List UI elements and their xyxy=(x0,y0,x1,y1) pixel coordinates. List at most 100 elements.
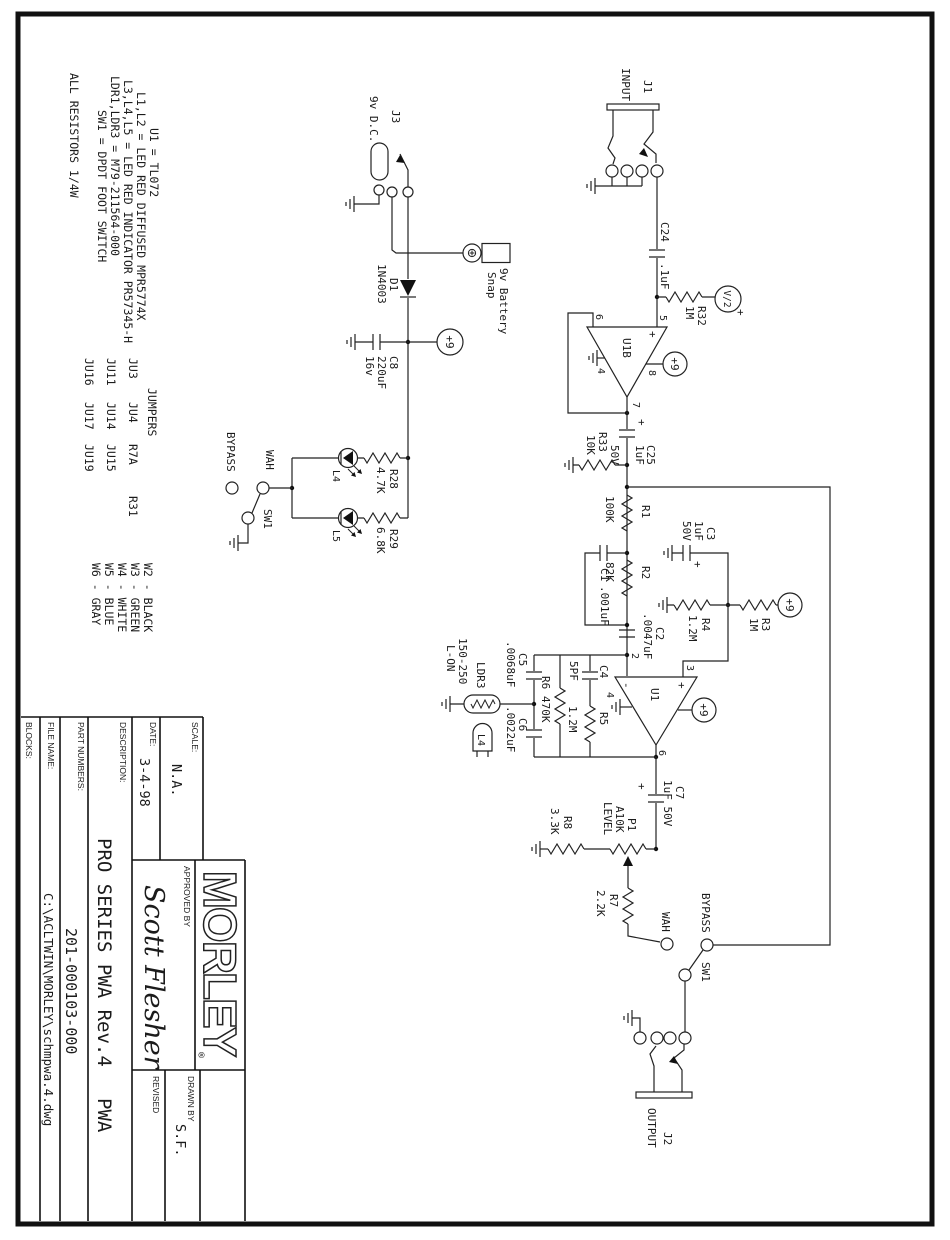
resistor-r29: R29 6.8K xyxy=(363,511,401,554)
jack-contact xyxy=(402,186,414,198)
u1b-name-label: U1B xyxy=(620,338,633,358)
cap-c2: C2 .0047uF xyxy=(619,613,666,659)
ground-symbol xyxy=(611,699,621,715)
p1-v1-label: A10K xyxy=(613,806,626,833)
c24-ref-label: C24 xyxy=(658,222,671,242)
lamp-l4: L4 xyxy=(472,722,493,757)
jumper-id: JU4 xyxy=(126,402,140,423)
switch-contact-wah xyxy=(660,937,674,951)
output-jack-j2: J2 OUTPUT xyxy=(623,1010,693,1148)
switch-ground-wire xyxy=(238,524,249,544)
jack-contact xyxy=(386,186,398,198)
jack-contact xyxy=(633,1031,647,1045)
pot-wiper-arrow-icon xyxy=(623,856,633,866)
ground-symbol xyxy=(531,841,541,857)
battery-plus-icon xyxy=(469,250,475,256)
pot-p1: P1 A10K LEVEL xyxy=(584,802,656,888)
ground-symbol xyxy=(345,196,355,212)
ground-symbol xyxy=(663,545,673,561)
switch-contact-bypass xyxy=(700,938,714,952)
battery-body xyxy=(481,242,511,264)
c8-ref-label: C8 xyxy=(387,356,400,369)
vref-half-supply: V/2 + xyxy=(714,285,747,316)
cap-c7: + C7 1uF 50V xyxy=(635,780,686,827)
jumper-id: R7A xyxy=(126,444,140,465)
r2-ref-label: R2 xyxy=(639,566,652,579)
ground-symbol xyxy=(658,597,668,613)
note-line: SW1 = DPDT FOOT SWITCH xyxy=(95,110,109,262)
switch-lever xyxy=(688,949,704,971)
c8-v2-label: 16v xyxy=(363,356,376,376)
r29-value-label: 6.8K xyxy=(374,527,387,554)
dc-jack-j3: J3 9v D.C. xyxy=(345,96,414,212)
r2-value-label: 82K xyxy=(603,562,616,582)
u1b-pin4-label: 4 xyxy=(595,368,606,374)
d1-value-label: 1N4003 xyxy=(375,264,388,304)
notes-block: U1 = TL072 L1,L2 = LED RED DIFFUSED MPR5… xyxy=(67,73,161,343)
cap-c1-branch: C1 .001uF xyxy=(584,545,627,626)
jumper-id: JU16 xyxy=(82,358,96,386)
part-numbers-value: 201-000103-000 xyxy=(62,928,80,1054)
jack-contact xyxy=(373,184,385,196)
jack-spring xyxy=(673,1044,685,1092)
jumper-id: JU15 xyxy=(104,444,118,472)
plus9-label: +9 xyxy=(697,703,710,716)
c2-value-label: .0047uF xyxy=(641,613,654,659)
description-value: PRO SERIES PWA Rev.4 xyxy=(93,838,115,1067)
u1b-pin5-label: 5 xyxy=(657,315,668,321)
jack-ground-wire xyxy=(354,195,380,205)
page-border xyxy=(15,11,935,1227)
c2-ref-label: C2 xyxy=(653,627,666,640)
r4-ref-label: R4 xyxy=(699,618,712,632)
cap-c6: C6 .0022uF xyxy=(504,706,542,752)
c3-v2-label: 50V xyxy=(680,521,693,541)
jack-spring xyxy=(607,110,616,165)
r33-value-label: 10K xyxy=(584,435,597,455)
plus9-circle xyxy=(777,592,803,618)
drawn-by-value: S.F. xyxy=(172,1124,188,1157)
r33-ref-label: R33 xyxy=(596,432,609,452)
u1b-feedback-wire xyxy=(567,312,627,414)
r6-value-label: 470K xyxy=(539,696,552,723)
c25-plus-label: + xyxy=(635,419,648,426)
c7-value-label: 1uF 50V xyxy=(661,780,674,827)
file-name-label: FILE NAME: xyxy=(46,722,56,769)
ldr3-v1-label: 150-250 xyxy=(456,638,469,684)
jack-contact xyxy=(650,164,664,178)
led-feed-wires xyxy=(400,457,408,519)
jack-contact xyxy=(620,164,634,178)
jack-contact xyxy=(635,164,649,178)
j2-name-label: OUTPUT xyxy=(645,1108,658,1148)
c1-value-label: .001uF xyxy=(598,586,611,626)
ground-symbol xyxy=(564,457,574,473)
date-value: 3-4-98 xyxy=(136,758,152,807)
r5-value-label: 1.2M xyxy=(566,706,579,733)
c3-ref-label: C3 xyxy=(704,527,717,540)
cap-c3: + C3 1uF 50V xyxy=(663,521,729,605)
note-line: L3,L4,L5 = LED RED INDICATOR PR57345-H xyxy=(121,80,135,343)
part-numbers-label: PART NUMBERS: xyxy=(76,722,86,791)
jumper-id: JU11 xyxy=(104,358,118,386)
opamp-u1b: U1B + 5 6 7 8 4 +9 xyxy=(567,312,688,416)
registered-icon: ® xyxy=(195,1052,206,1059)
battery-wire xyxy=(391,197,463,254)
j1-ref-label: J1 xyxy=(641,80,654,93)
p1-ref-label: P1 xyxy=(625,818,638,831)
sw1-wah-label: WAH xyxy=(659,912,672,932)
resistor-r6: R6 470K xyxy=(539,676,567,725)
resistor-r32: R32 1M xyxy=(657,290,715,326)
file-name-value: C:\ACLTWIN\MORLEY\schmpwa.4.dwg xyxy=(41,893,56,1126)
jack-contact xyxy=(605,164,619,178)
r7-ref-label: R7 xyxy=(607,894,620,907)
jumper-id: JU14 xyxy=(104,402,118,430)
ground-symbol xyxy=(586,178,596,194)
r28-ref-label: R28 xyxy=(387,469,400,489)
sw1-bypass-label: BYPASS xyxy=(699,893,712,933)
l4-ref-label: L4 xyxy=(330,470,341,482)
j1-name-label: INPUT xyxy=(619,68,632,101)
feedback-network: C4 5PF R5 1.2M R6 470K C5 .0068uF C6 .00… xyxy=(441,638,659,760)
bias-network: + C3 1uF 50V R4 1.2M R3 1M +9 xyxy=(658,521,803,677)
approved-by-label: APPROVED BY xyxy=(182,866,192,927)
